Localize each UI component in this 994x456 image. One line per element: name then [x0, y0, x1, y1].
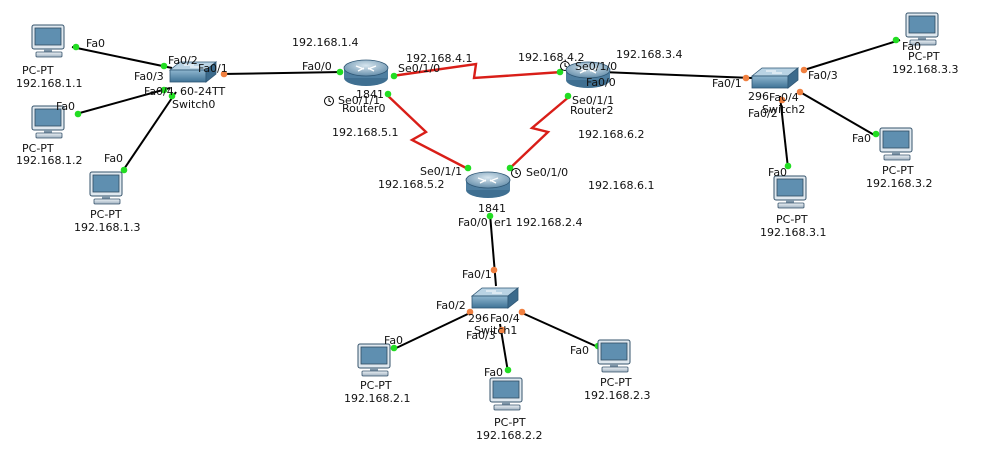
ip-address-label: 192.168.3.2 [866, 177, 932, 190]
link-switch2-pc32 [799, 91, 877, 137]
port-label: Fa0/4 [144, 85, 174, 98]
link-pc11-switch0 [71, 46, 173, 69]
serial-router0-router2 [391, 62, 563, 80]
pc-icon[interactable] [879, 127, 913, 161]
port-label: Fa0/4 [490, 312, 520, 325]
switch-icon[interactable] [751, 67, 799, 89]
link-switch1-pc21 [391, 311, 473, 351]
port-label: Fa0 [902, 40, 921, 53]
port-label: Fa0 [56, 100, 75, 113]
clock-icon [511, 168, 521, 178]
ip-address-label: 192.168.1.2 [16, 154, 82, 167]
port-label: Se0/1/1 [420, 165, 462, 178]
port-label: Fa0/2 [748, 107, 778, 120]
ip-address-label: 192.168.3.4 [616, 48, 682, 61]
port-label: Fa0 [104, 152, 123, 165]
pc-icon[interactable] [773, 175, 807, 209]
switch-name-label: Switch2 [762, 103, 805, 116]
device-type-label: PC-PT [360, 379, 392, 392]
switch-model-label: 60-24TT [180, 85, 225, 98]
pc-icon[interactable] [357, 343, 391, 377]
device-type-label: PC-PT [600, 376, 632, 389]
ip-address-label: 192.168.1.4 [292, 36, 358, 49]
clock-icon [324, 96, 334, 106]
port-indicators [72, 36, 900, 374]
switch-model-label: 296 [468, 312, 489, 325]
ip-address-label: 192.168.5.1 [332, 126, 398, 139]
ip-address-label: 192.168.2.3 [584, 389, 650, 402]
ip-address-label: 192.168.2.1 [344, 392, 410, 405]
device-type-label: PC-PT [776, 213, 808, 226]
device-type-label: PC-PT [22, 64, 54, 77]
port-label: Fa0 [484, 366, 503, 379]
port-label: Fa0/3 [808, 69, 838, 82]
ip-address-label: 192.168.6.2 [578, 128, 644, 141]
device-type-label: PC-PT [908, 50, 940, 63]
ip-address-label: 192.168.2.2 [476, 429, 542, 442]
link-switch0-router0 [221, 71, 343, 75]
pc-icon[interactable] [597, 339, 631, 373]
device-type-label: PC-PT [882, 164, 914, 177]
router-name-label: Router2 [570, 104, 613, 117]
ip-address-label: 192.168.1.3 [74, 221, 140, 234]
switch-model-label: 296 [748, 90, 769, 103]
port-label: Fa0 [852, 132, 871, 145]
port-label: Fa0/2 [168, 54, 198, 67]
port-label: Fa0 [86, 37, 105, 50]
ip-address-label: 192.168.4.1 [406, 52, 472, 65]
link-switch2-pc31 [779, 95, 789, 169]
port-label: Fa0/2 [436, 299, 466, 312]
link-pc12-switch0 [75, 87, 171, 115]
port-label: Fa0/3 [466, 329, 496, 342]
switch-icon[interactable] [471, 287, 519, 309]
ip-address-label: 192.168.2.4 [516, 216, 582, 229]
router-model-label: 1841 [356, 88, 384, 101]
device-type-label: PC-PT [90, 208, 122, 221]
port-label: Fa0/1 [198, 62, 228, 75]
ip-address-label: 192.168.1.1 [16, 77, 82, 90]
link-router2-switch2 [601, 71, 753, 79]
port-label: Fa0/0 [458, 216, 488, 229]
device-type-label: PC-PT [22, 142, 54, 155]
port-label: Se0/1/0 [575, 60, 617, 73]
ip-address-label: 192.168.3.3 [892, 63, 958, 76]
router-icon[interactable] [343, 59, 389, 87]
port-label: Fa0/1 [462, 268, 492, 281]
router-icon[interactable] [465, 171, 511, 199]
serial-router0-router1 [385, 93, 471, 172]
device-type-label: PC-PT [494, 416, 526, 429]
switch-name-label: Switch1 [474, 324, 517, 337]
pc-icon[interactable] [89, 171, 123, 205]
pc-icon[interactable] [489, 377, 523, 411]
serial-router2-router1 [507, 95, 571, 171]
ip-address-label: 192.168.4.2 [518, 51, 584, 64]
router-model-label: 1841 [478, 202, 506, 215]
port-label: Se0/1/1 [572, 94, 614, 107]
link-switch1-pc23 [519, 311, 601, 349]
ip-address-label: 192.168.6.1 [588, 179, 654, 192]
link-pc13-switch0 [121, 91, 177, 173]
switch-name-label: Switch0 [172, 98, 215, 111]
link-router1-switch1 [489, 213, 497, 287]
port-label: Fa0/4 [769, 91, 799, 104]
port-label: Se0/1/0 [526, 166, 568, 179]
port-label: Se0/1/0 [398, 62, 440, 75]
ip-address-label: 192.168.5.2 [378, 178, 444, 191]
pc-icon[interactable] [31, 24, 65, 58]
port-label: Fa0 [570, 344, 589, 357]
router-name-label: er1 [494, 216, 512, 229]
port-label: Fa0/0 [302, 60, 332, 73]
router-name-label: Router0 [342, 102, 385, 115]
ip-address-label: 192.168.3.1 [760, 226, 826, 239]
port-label: Fa0 [768, 166, 787, 179]
port-label: Fa0 [384, 334, 403, 347]
port-label: Fa0/1 [712, 77, 742, 90]
port-label: Fa0/3 [134, 70, 164, 83]
port-label: Se0/1/1 [338, 94, 380, 107]
port-label: Fa0/0 [586, 76, 616, 89]
link-switch2-pc33 [803, 39, 901, 71]
